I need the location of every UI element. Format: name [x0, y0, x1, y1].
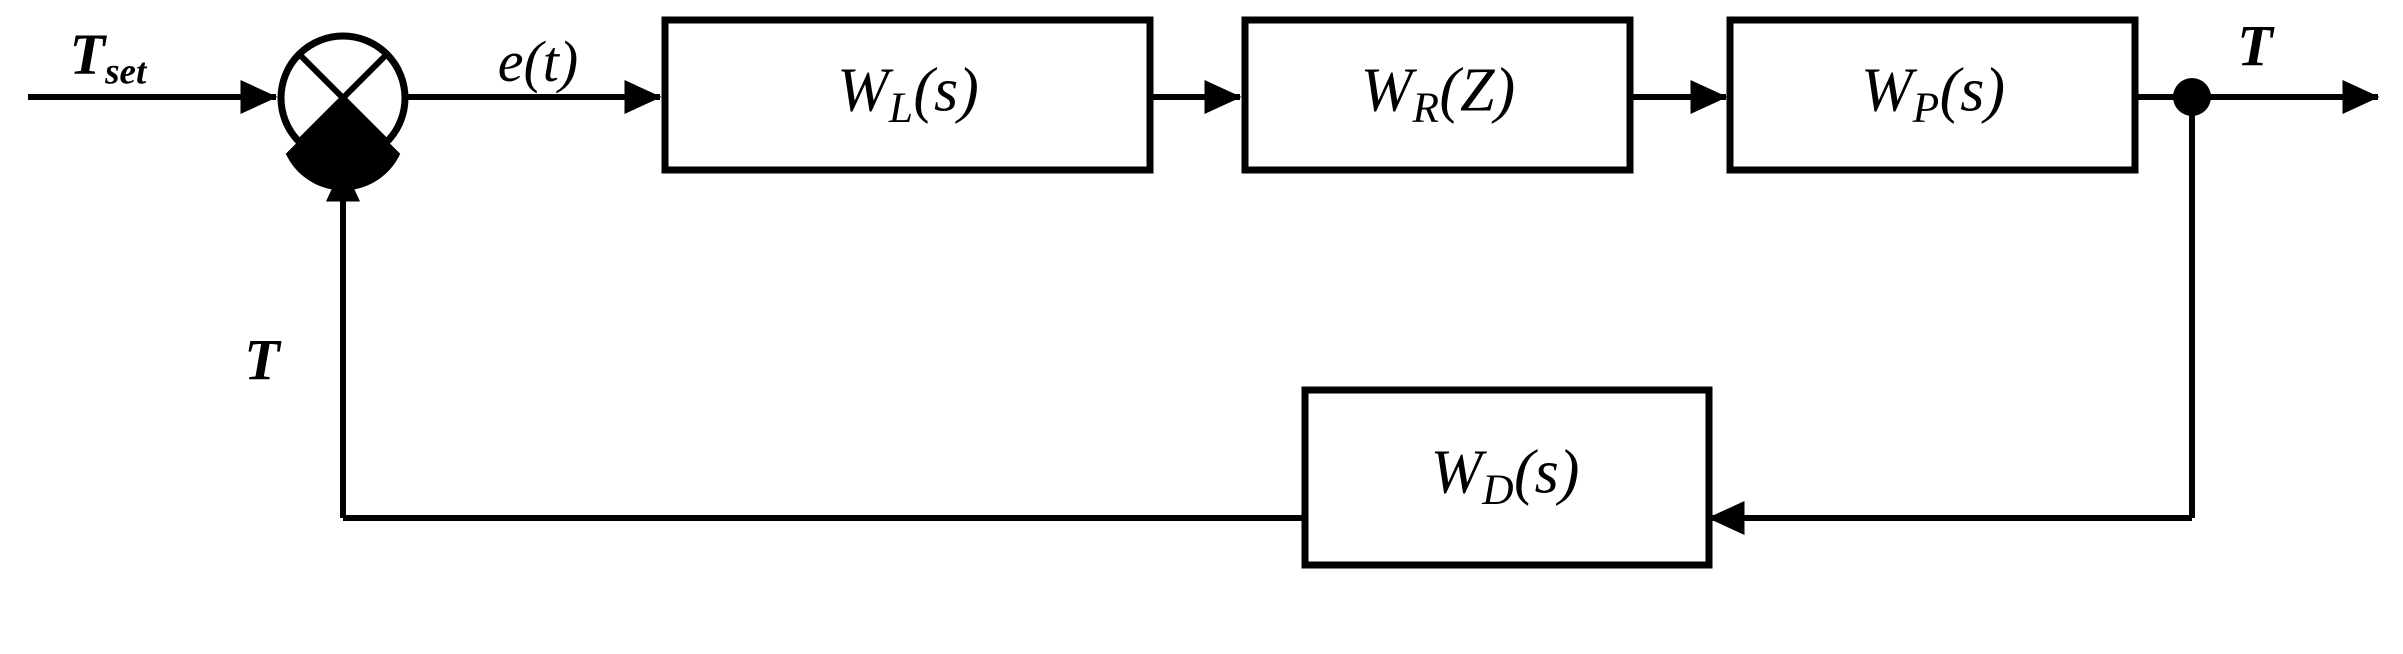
label-setpoint-base: T	[69, 21, 106, 87]
label-output: T	[2237, 13, 2273, 78]
summing-junction-circle	[277, 32, 409, 164]
summing-junction-filled-wedge	[285, 96, 401, 191]
summing-junction	[277, 32, 409, 191]
block-wr	[1241, 16, 1634, 174]
block-label-wr-base: W	[1360, 56, 1413, 125]
block-label-wd-subscript: D	[1482, 465, 1515, 514]
block-label-wp: WP(s)	[1861, 60, 2005, 131]
block-label-wd-base: W	[1430, 438, 1483, 507]
block-wl	[661, 16, 1154, 174]
block-label-wl-base: W	[837, 56, 889, 125]
label-error: e(t)	[497, 29, 579, 94]
block-wp	[1726, 16, 2139, 174]
block-label-wl-arg: (s)	[913, 56, 979, 125]
block-label-wr: WR(Z)	[1361, 60, 1515, 131]
block-label-wp-subscript: P	[1912, 83, 1940, 132]
summing-junction-diagonal-b	[296, 51, 390, 145]
block-label-wr-subscript: R	[1412, 83, 1440, 132]
block-label-wp-arg: (s)	[1939, 56, 2006, 125]
block-label-wp-base: W	[1860, 56, 1913, 125]
block-label-wl-subscript: L	[888, 83, 914, 132]
label-setpoint-subscript: set	[105, 51, 147, 93]
block-label-wd: WD(s)	[1431, 442, 1580, 513]
label-setpoint: Tset	[70, 25, 147, 93]
takeoff-point-dot	[2173, 78, 2211, 116]
block-label-wd-arg: (s)	[1514, 438, 1580, 507]
label-feedback: T	[244, 327, 280, 392]
block-label-wr-arg: (Z)	[1439, 56, 1516, 125]
block-wd	[1301, 386, 1713, 569]
block-label-wl: WL(s)	[837, 60, 979, 131]
